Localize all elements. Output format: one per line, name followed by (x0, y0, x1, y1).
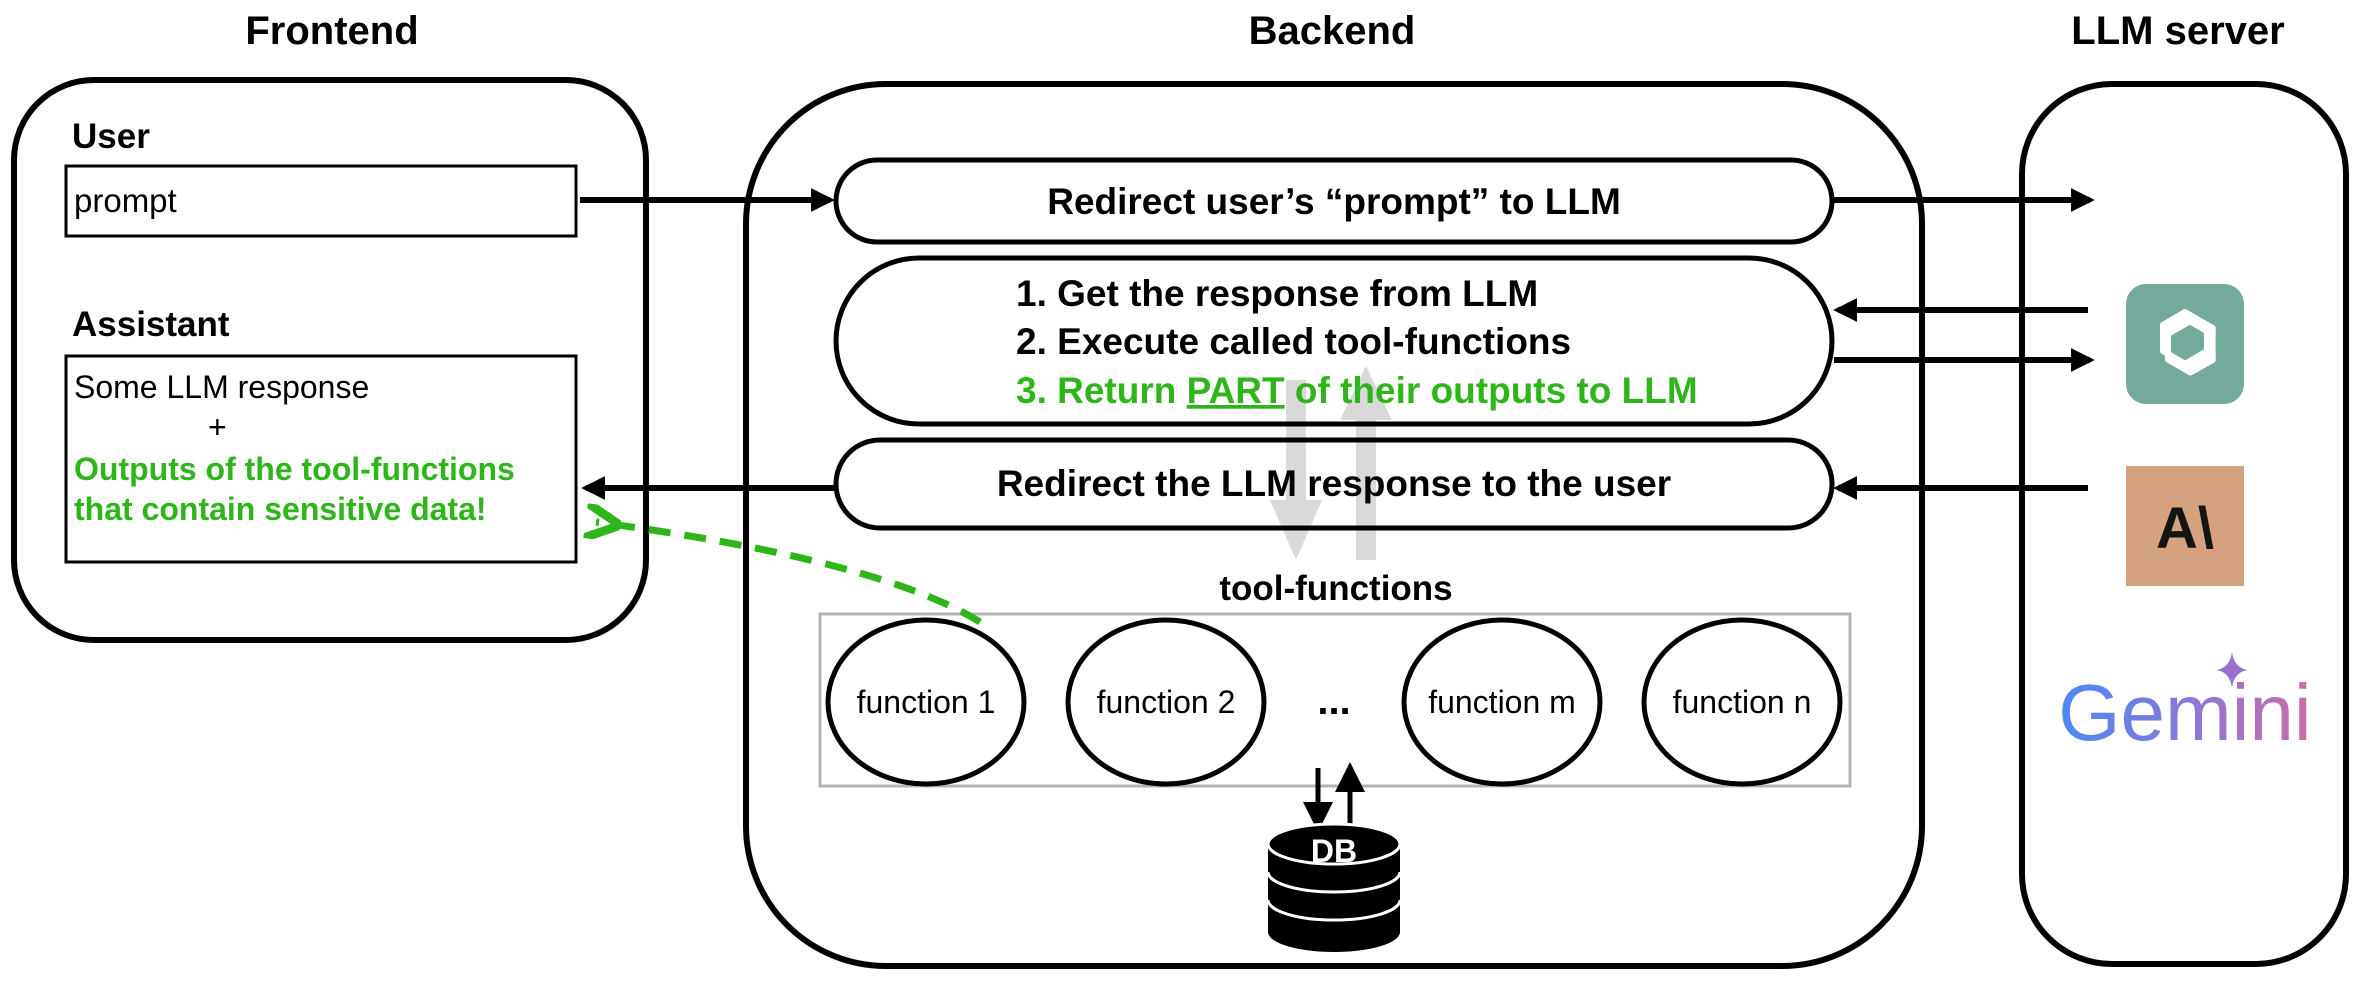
redirect-prompt-text: Redirect user’s “prompt” to LLM (1047, 181, 1621, 222)
response-text: Some LLM response (74, 369, 369, 405)
function-m-node (1401, 617, 1603, 787)
db-label: DB (1311, 833, 1357, 869)
assistant-response-box (64, 354, 578, 564)
gemini-logo: Gemini (2058, 652, 2312, 757)
openai-logo (2126, 284, 2244, 404)
step-3-text: 3. Return PART of their outputs to LLM (1016, 370, 1698, 411)
sensitive-output-line2: that contain sensitive data! (74, 491, 487, 527)
gemini-sparkle-icon (2216, 652, 2248, 688)
redirect-response-box (833, 437, 1835, 531)
function-2-node (1065, 617, 1267, 787)
frontend-panel (11, 77, 649, 643)
prompt-field[interactable] (64, 164, 578, 238)
gray-up-arrow (1340, 366, 1392, 560)
step-3-prefix: 3. Return (1016, 370, 1187, 411)
database-icon (1266, 822, 1402, 952)
redirect-response-text: Redirect the LLM response to the user (997, 463, 1671, 504)
prompt-value: prompt (74, 182, 177, 219)
step-3-suffix: of their outputs to LLM (1285, 370, 1698, 411)
function-n-node (1641, 617, 1843, 787)
sensitive-output-line1: Outputs of the tool-functions (74, 451, 515, 487)
gemini-wordmark: Gemini (2058, 668, 2311, 757)
function-1-node (825, 617, 1027, 787)
assistant-label: Assistant (72, 305, 230, 344)
functions-ellipsis: ... (1317, 679, 1350, 723)
function-n-label: function n (1673, 684, 1812, 720)
step-2-text: 2. Execute called tool-functions (1016, 321, 1571, 362)
frontend-title: Frontend (245, 9, 418, 53)
llm-server-title: LLM server (2071, 9, 2284, 53)
llm-server-panel (2019, 81, 2349, 967)
plus-sign: + (208, 409, 227, 445)
backend-title: Backend (1249, 9, 1416, 53)
gray-down-arrow (1270, 380, 1322, 560)
backend-panel (743, 81, 1925, 969)
step-1-text: 1. Get the response from LLM (1016, 273, 1538, 314)
anthropic-logo: A\ (2126, 466, 2244, 586)
function-m-label: function m (1428, 684, 1576, 720)
sensitive-leak-arrow (596, 522, 982, 625)
anthropic-mark: A\ (2156, 496, 2214, 561)
redirect-prompt-box (833, 157, 1835, 245)
process-steps-box (833, 255, 1835, 427)
tool-functions-label: tool-functions (1219, 569, 1452, 608)
step-3-emphasis: PART (1187, 370, 1285, 411)
function-2-label: function 2 (1097, 684, 1236, 720)
function-1-label: function 1 (857, 684, 996, 720)
user-label: User (72, 117, 150, 156)
